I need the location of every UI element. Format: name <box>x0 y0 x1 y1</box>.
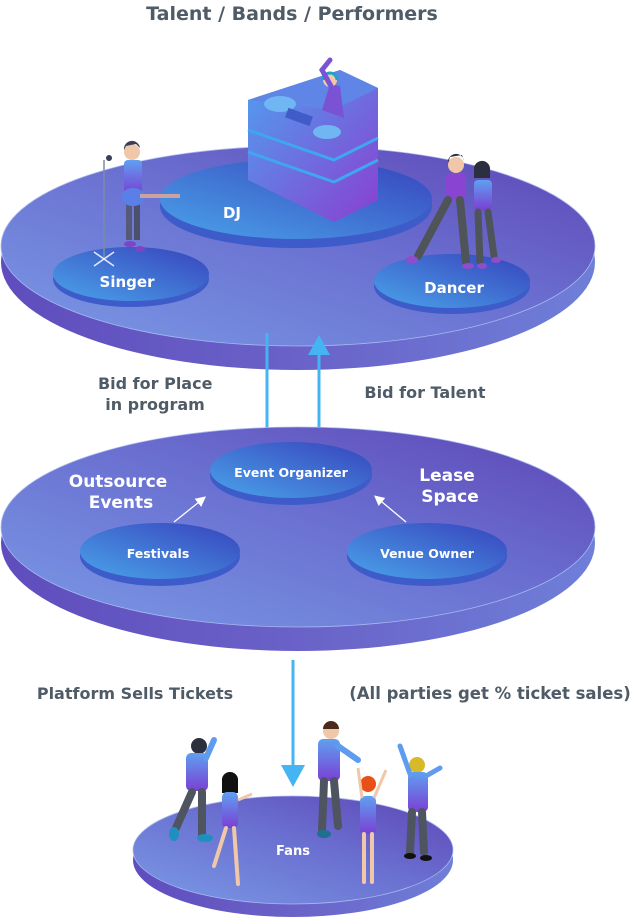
talent-platform: DJ Singer <box>0 57 596 370</box>
event-organizer-label: Event Organizer <box>234 465 349 480</box>
dancer-couple-figure <box>406 153 501 269</box>
dancer-label: Dancer <box>424 279 484 297</box>
fan-figure <box>169 737 217 842</box>
ticket-share-label: (All parties get % ticket sales) <box>349 684 631 703</box>
festivals-label: Festivals <box>127 546 190 561</box>
dj-booth-figure <box>247 57 379 222</box>
platform-sells-tickets-label: Platform Sells Tickets <box>37 684 233 703</box>
singer-figure <box>93 140 180 267</box>
outsource-events-label: Outsource Events <box>69 472 174 513</box>
bid-for-talent-label: Bid for Talent <box>364 383 485 402</box>
tickets-arrow-head <box>281 765 305 787</box>
festivals-to-organizer-arrow <box>173 496 207 523</box>
fans-label: Fans <box>276 844 310 859</box>
bid-for-place-label: Bid for Place in program <box>98 374 218 414</box>
dj-label: DJ <box>223 204 241 222</box>
venue-owner-disc: Venue Owner <box>347 523 507 586</box>
venue-to-organizer-arrow <box>374 495 407 523</box>
event-organizer-disc: Event Organizer <box>210 442 372 505</box>
festivals-disc: Festivals <box>80 523 240 586</box>
fan-figure <box>397 743 443 861</box>
fans-crowd-figure <box>169 721 443 886</box>
fan-figure <box>356 767 388 884</box>
bid-for-talent-arrow-head <box>308 335 330 355</box>
venue-owner-label: Venue Owner <box>380 546 475 561</box>
fan-figure <box>317 721 361 838</box>
organizer-platform: Event Organizer Festivals Venue Owner Ou… <box>0 426 596 651</box>
diagram-title: Talent / Bands / Performers <box>146 3 438 25</box>
lease-space-label: Lease Space <box>419 466 480 507</box>
dancer-disc: Dancer <box>374 254 530 314</box>
fan-figure <box>212 771 253 886</box>
singer-disc: Singer <box>53 247 209 307</box>
singer-label: Singer <box>100 273 156 291</box>
